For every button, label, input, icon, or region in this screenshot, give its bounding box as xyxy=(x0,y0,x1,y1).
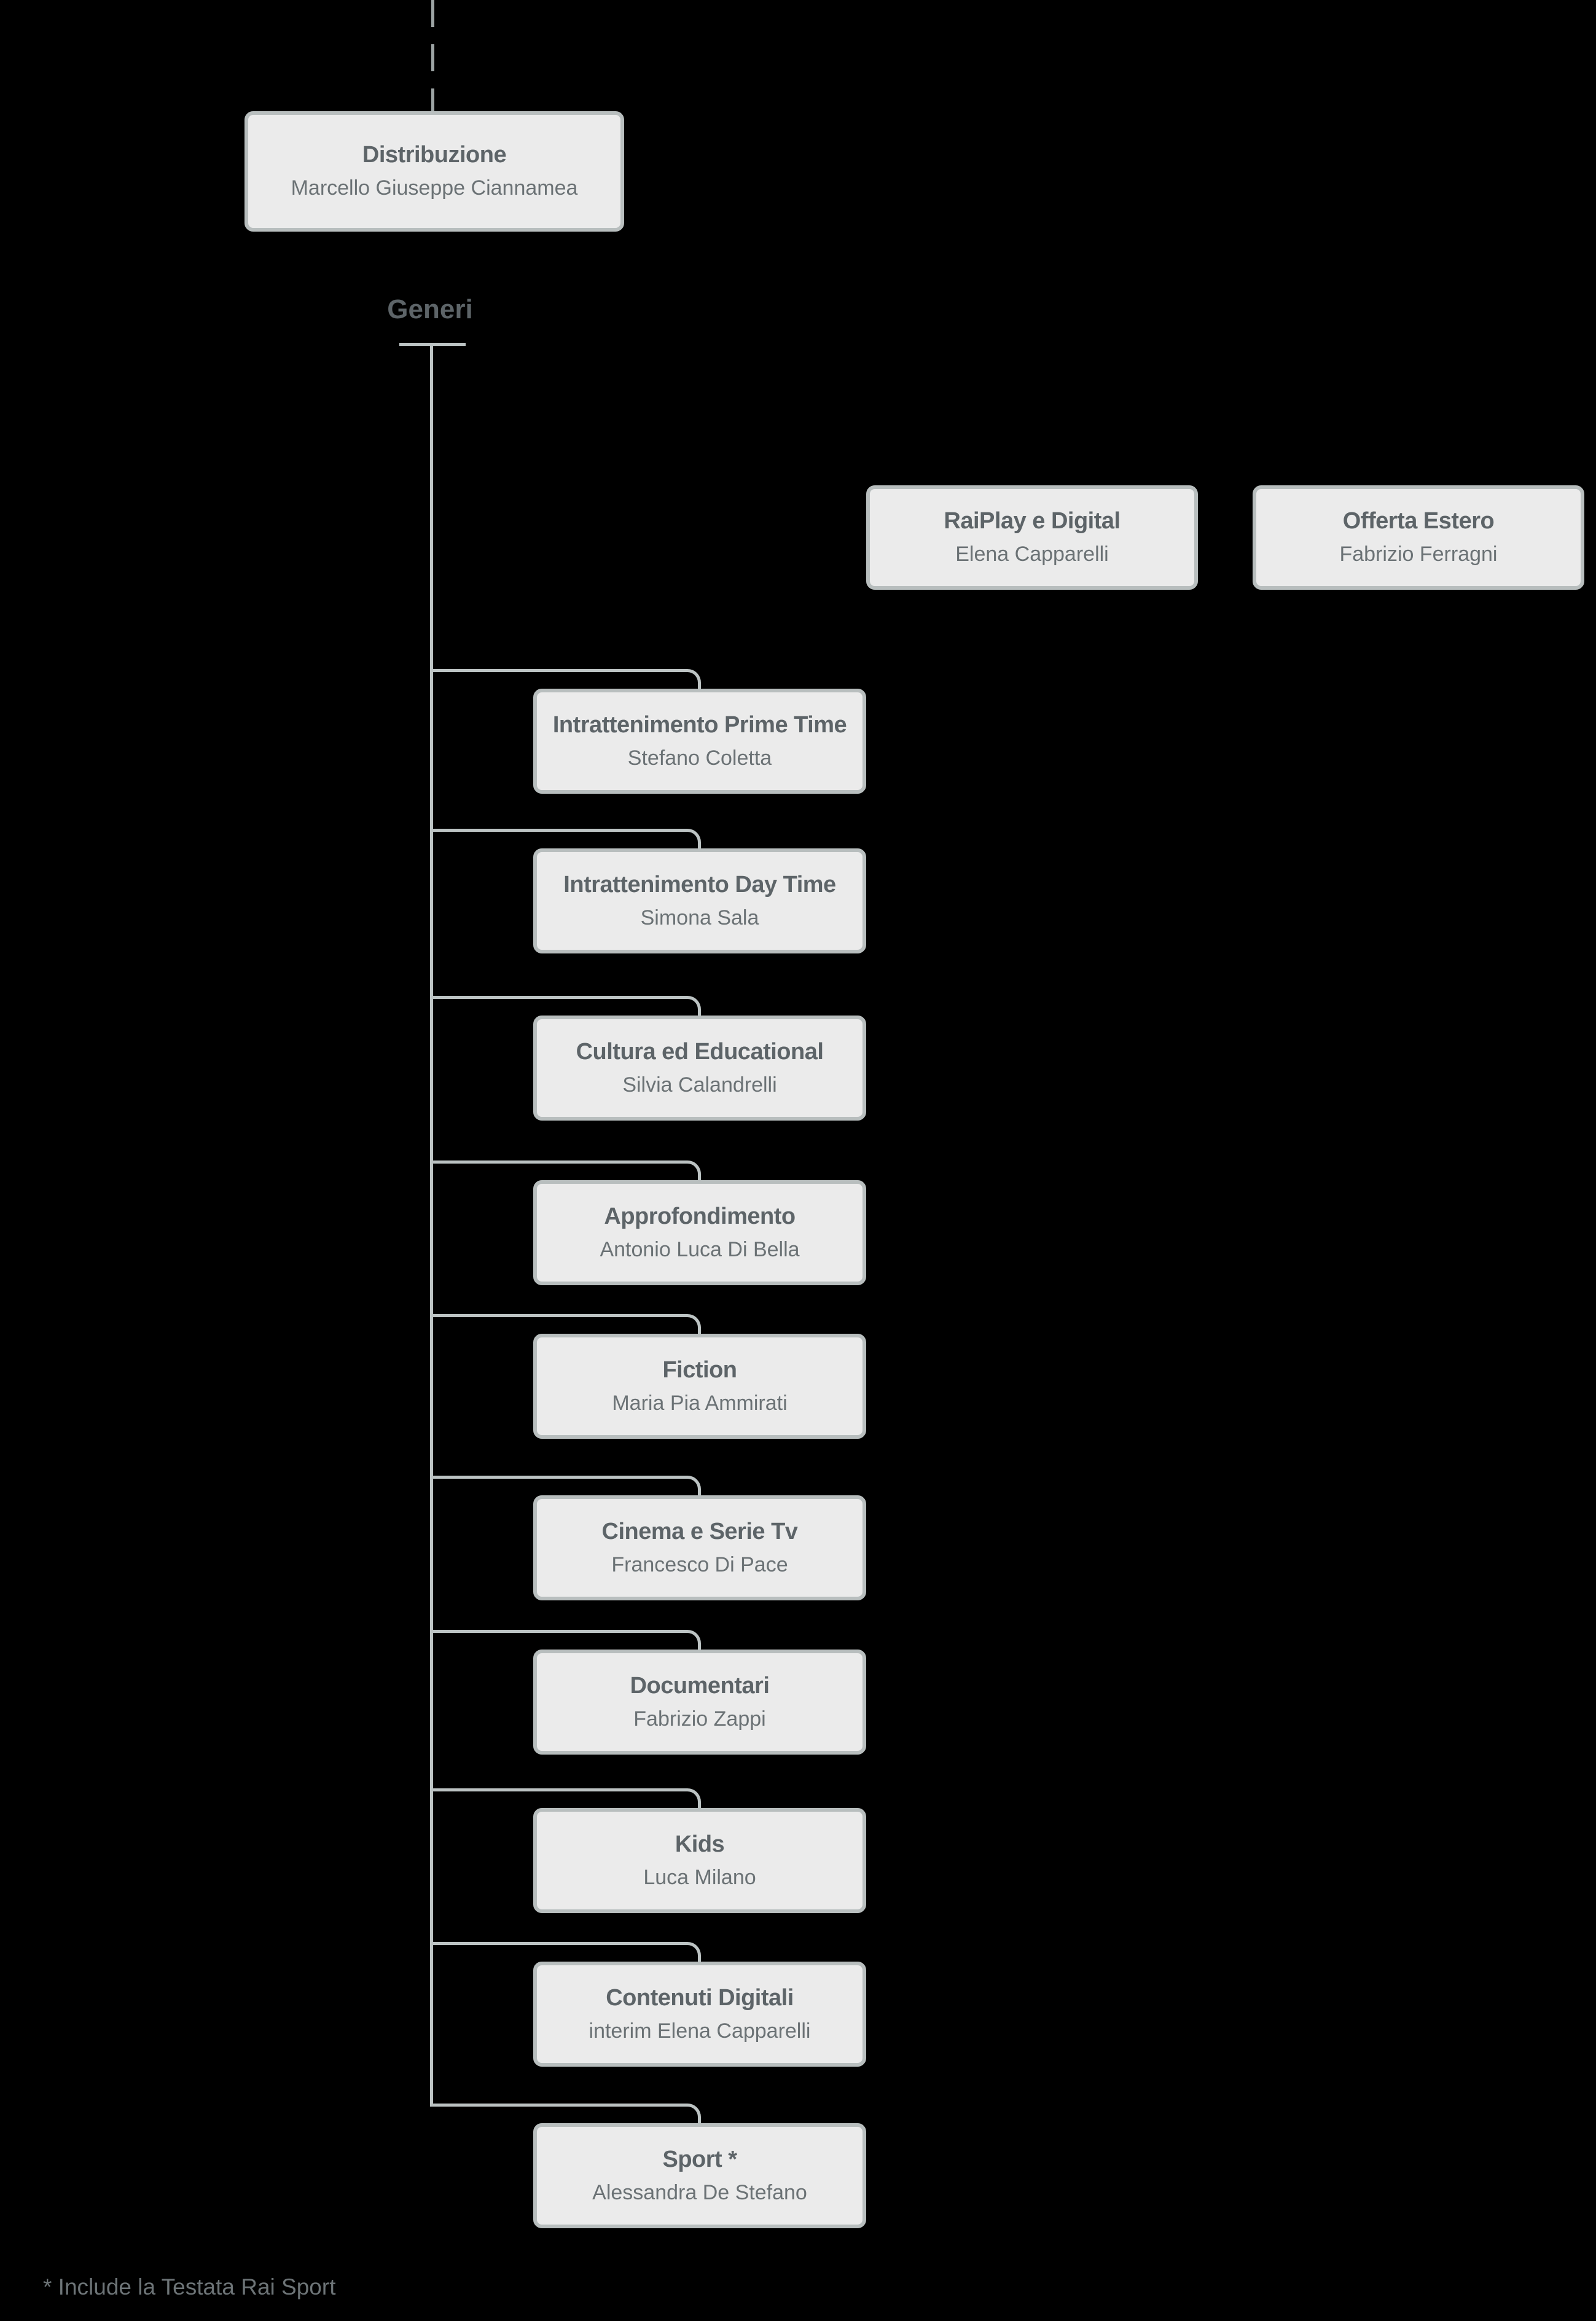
dashed-connector-line xyxy=(431,0,434,111)
org-node-offerta-estero: Offerta Estero Fabrizio Ferragni xyxy=(1253,485,1584,590)
org-node-distribuzione: Distribuzione Marcello Giuseppe Cianname… xyxy=(244,111,624,232)
connector-elbow-cultura xyxy=(430,996,701,1016)
branch-label-generi: Generi xyxy=(387,294,473,324)
node-subtitle: Francesco Di Pace xyxy=(611,1552,788,1576)
node-title: Contenuti Digitali xyxy=(606,1984,794,2011)
node-subtitle: Silvia Calandrelli xyxy=(622,1073,777,1097)
footnote-text: * Include la Testata Rai Sport xyxy=(43,2274,336,2299)
connector-elbow-sport xyxy=(430,2104,701,2123)
org-node-kids: Kids Luca Milano xyxy=(533,1808,866,1913)
node-title: Kids xyxy=(675,1831,725,1857)
node-subtitle: Marcello Giuseppe Ciannamea xyxy=(291,176,578,200)
node-subtitle: interim Elena Capparelli xyxy=(589,2019,811,2043)
node-subtitle: Luca Milano xyxy=(643,1865,756,1889)
branch-trunk-line xyxy=(430,343,433,2107)
node-subtitle: Maria Pia Ammirati xyxy=(612,1391,788,1415)
node-title: Documentari xyxy=(630,1672,770,1699)
connector-elbow-day-time xyxy=(430,829,701,848)
org-node-raiplay-e-digital: RaiPlay e Digital Elena Capparelli xyxy=(866,485,1198,590)
org-node-intrattenimento-prime-time: Intrattenimento Prime Time Stefano Colet… xyxy=(533,689,866,794)
org-node-documentari: Documentari Fabrizio Zappi xyxy=(533,1650,866,1755)
node-subtitle: Alessandra De Stefano xyxy=(592,2180,807,2204)
org-node-contenuti-digitali: Contenuti Digitali interim Elena Cappare… xyxy=(533,1962,866,2067)
connector-elbow-prime-time xyxy=(430,669,701,689)
node-subtitle: Fabrizio Ferragni xyxy=(1339,542,1498,566)
node-title: Approfondimento xyxy=(604,1203,796,1229)
node-subtitle: Antonio Luca Di Bella xyxy=(600,1237,800,1261)
node-subtitle: Elena Capparelli xyxy=(955,542,1109,566)
node-subtitle: Simona Sala xyxy=(640,906,759,930)
connector-elbow-kids xyxy=(430,1788,701,1808)
org-node-cultura-ed-educational: Cultura ed Educational Silvia Calandrell… xyxy=(533,1016,866,1121)
node-title: Cinema e Serie Tv xyxy=(601,1518,798,1544)
org-node-cinema-e-serie-tv: Cinema e Serie Tv Francesco Di Pace xyxy=(533,1495,866,1600)
org-node-intrattenimento-day-time: Intrattenimento Day Time Simona Sala xyxy=(533,848,866,953)
node-title: Intrattenimento Prime Time xyxy=(552,711,847,738)
node-title: RaiPlay e Digital xyxy=(944,508,1121,534)
connector-elbow-cinema xyxy=(430,1476,701,1495)
node-title: Intrattenimento Day Time xyxy=(563,871,836,898)
org-node-fiction: Fiction Maria Pia Ammirati xyxy=(533,1334,866,1439)
node-title: Sport * xyxy=(662,2146,737,2172)
node-title: Distribuzione xyxy=(362,142,507,168)
connector-elbow-contenuti-digitali xyxy=(430,1942,701,1962)
org-node-sport: Sport * Alessandra De Stefano xyxy=(533,2123,866,2228)
node-title: Fiction xyxy=(662,1356,737,1383)
connector-elbow-approfondimento xyxy=(430,1160,701,1180)
connector-elbow-documentari xyxy=(430,1630,701,1650)
node-subtitle: Stefano Coletta xyxy=(627,746,772,770)
connector-elbow-fiction xyxy=(430,1314,701,1334)
org-node-approfondimento: Approfondimento Antonio Luca Di Bella xyxy=(533,1180,866,1285)
node-subtitle: Fabrizio Zappi xyxy=(633,1707,766,1731)
node-title: Cultura ed Educational xyxy=(576,1038,824,1065)
node-title: Offerta Estero xyxy=(1342,508,1495,534)
